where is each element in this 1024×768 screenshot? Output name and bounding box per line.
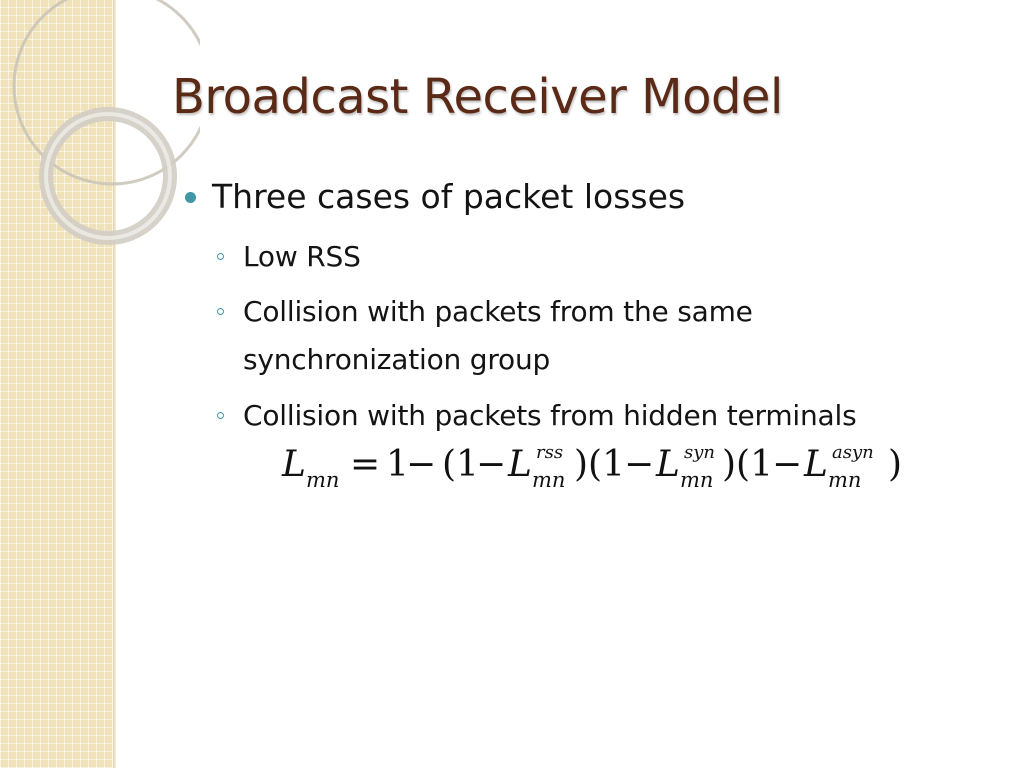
eq-subscript-rss: mn	[532, 468, 566, 492]
eq-close-paren: )	[888, 444, 903, 485]
slide-title: Broadcast Receiver Model	[172, 69, 783, 125]
eq-superscript-syn: syn	[684, 442, 715, 463]
eq-lhs-subscript: mn	[306, 468, 340, 492]
sub-bullet-marker	[217, 308, 224, 315]
eq-superscript-rss: rss	[536, 442, 564, 463]
eq-term-symbol-syn: L	[656, 444, 680, 485]
decorative-rings	[12, 0, 200, 245]
eq-minus: −	[406, 444, 437, 485]
eq-minus: −	[476, 444, 507, 485]
sub-bullet-marker	[217, 253, 224, 260]
eq-term-symbol-asyn: L	[804, 444, 828, 485]
eq-open-paren-one: (1	[442, 444, 479, 485]
bullet-text: Three cases of packet losses	[212, 177, 686, 216]
sub-bullet-collision-sync-line-1: Collision with packets from the same	[243, 295, 753, 328]
eq-equals: =	[350, 444, 381, 485]
sub-bullet-collision-hidden: Collision with packets from hidden termi…	[243, 399, 857, 432]
eq-minus: −	[772, 444, 803, 485]
decorative-ring-thick-inner	[44, 112, 172, 240]
eq-one: 1	[386, 444, 409, 485]
eq-subscript-syn: mn	[680, 468, 714, 492]
eq-lhs-symbol: L	[282, 444, 306, 485]
sub-bullet-collision-sync-line-2: synchronization group	[243, 343, 551, 376]
eq-minus: −	[624, 444, 655, 485]
eq-term-symbol-rss: L	[508, 444, 532, 485]
eq-superscript-asyn: asyn	[832, 442, 874, 463]
eq-close-open-one: )(1	[574, 444, 625, 485]
eq-close-open-one: )(1	[722, 444, 773, 485]
decorative-ring-large	[12, 0, 200, 186]
sub-bullet-low-rss: Low RSS	[243, 240, 361, 273]
bullet-marker	[185, 192, 196, 203]
side-panel-edge	[113, 0, 116, 768]
side-decorative-panel	[0, 0, 113, 768]
sub-bullet-marker	[217, 412, 224, 419]
eq-subscript-asyn: mn	[828, 468, 862, 492]
